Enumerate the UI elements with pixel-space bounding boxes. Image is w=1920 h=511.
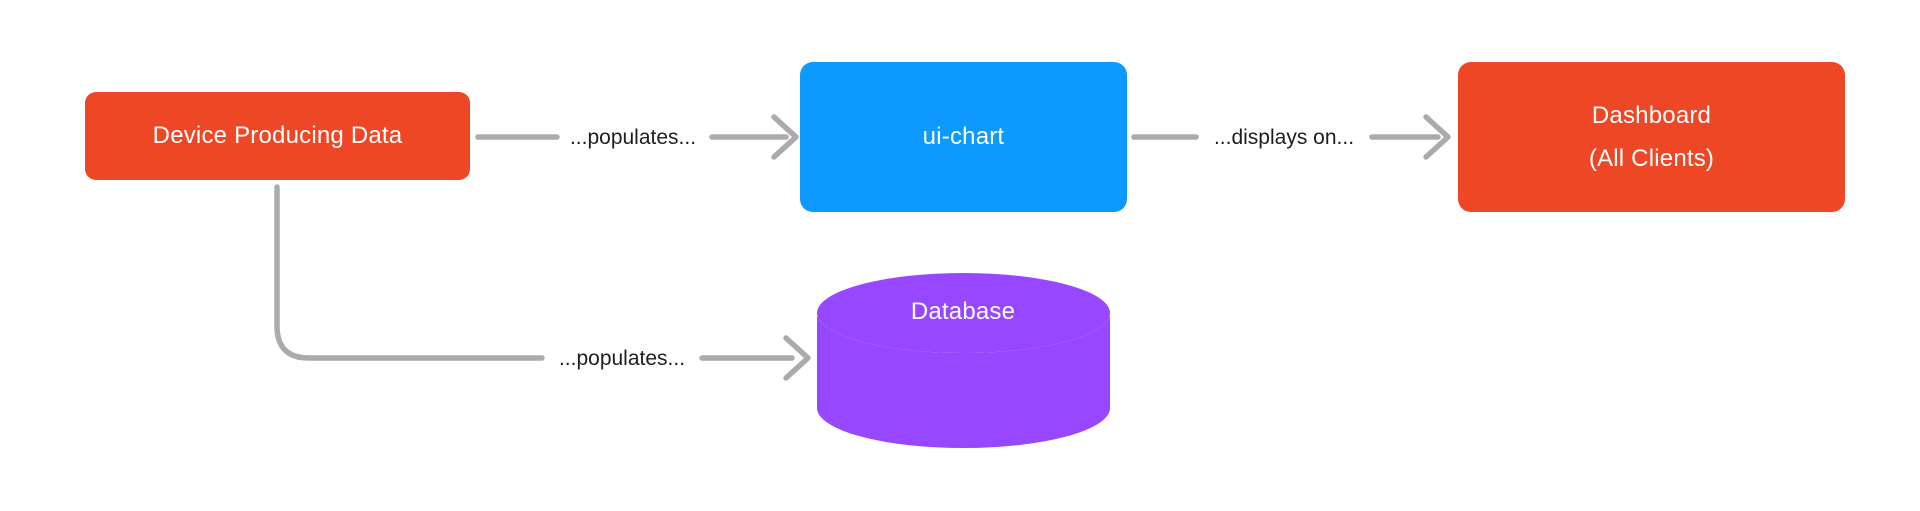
- node-database-label: Database: [910, 298, 1016, 325]
- edge-label-populates-top: ...populates...: [569, 126, 697, 149]
- node-device-label: Device Producing Data: [152, 122, 403, 149]
- node-device-producing-data[interactable]: Device Producing Data: [85, 92, 470, 180]
- node-dashboard-label-line2: (All Clients): [1588, 145, 1715, 172]
- cylinder-body: [817, 313, 1110, 448]
- node-ui-chart[interactable]: ui-chart: [800, 62, 1127, 212]
- edge-label-displays-on: ...displays on...: [1213, 126, 1355, 149]
- arrowhead-icon: [1423, 114, 1451, 160]
- node-dashboard-label-line1: Dashboard: [1591, 101, 1712, 129]
- arrowhead-icon: [783, 335, 811, 381]
- node-dashboard[interactable]: Dashboard (All Clients): [1458, 62, 1845, 212]
- arrowhead-icon: [771, 114, 799, 160]
- edge-device-to-database: [274, 184, 811, 381]
- edge-line: [274, 184, 545, 361]
- edge-label-populates-bottom: ...populates...: [558, 347, 686, 370]
- node-ui-chart-label: ui-chart: [922, 123, 1005, 150]
